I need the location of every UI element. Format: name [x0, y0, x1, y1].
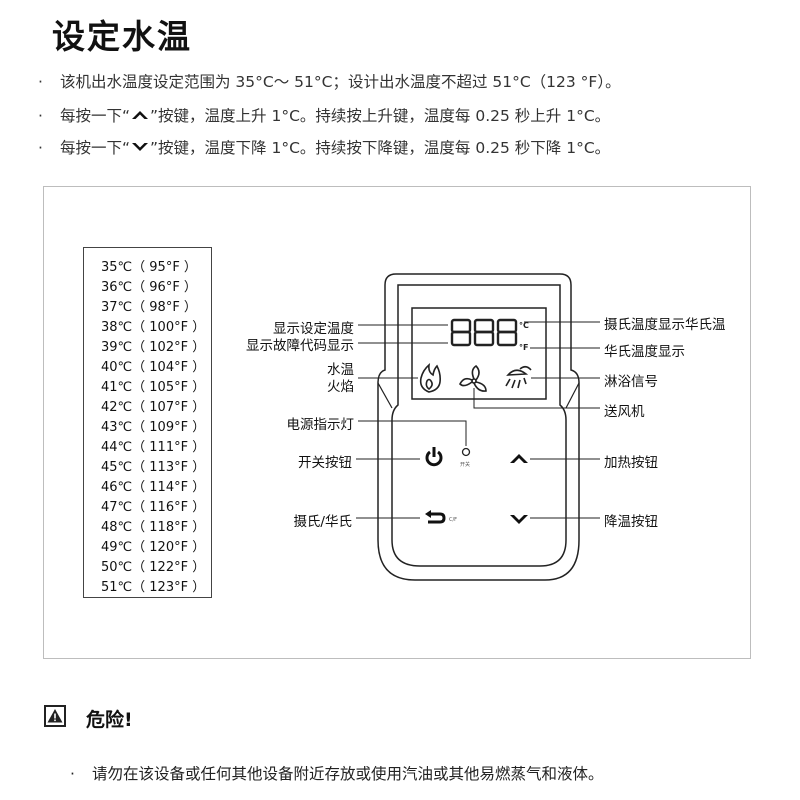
- warning-title: 危险!: [86, 709, 133, 731]
- seven-segment-display: [450, 318, 518, 347]
- celsius-indicator: °C: [519, 321, 529, 330]
- label-fan: 送风机: [604, 404, 645, 420]
- power-button[interactable]: [425, 447, 443, 467]
- label-fahrenheit: 华氏温度显示: [604, 344, 685, 360]
- chevron-down-icon: [131, 140, 149, 158]
- warning-text: ·请勿在该设备或任何其他设备附近存放或使用汽油或其他易燃蒸气和液体。: [70, 765, 604, 783]
- label-power-button: 开关按钮: [298, 455, 352, 471]
- bullet-range: ·该机出水温度设定范围为 35°C～ 51°C；设计出水温度不超过 51°C（1…: [38, 73, 621, 91]
- label-set-temp: 显示设定温度: [273, 321, 354, 337]
- device-front-panel: [391, 284, 567, 567]
- temp-row: 47℃（ 116°F ）: [101, 500, 206, 515]
- temp-row: 41℃（ 105°F ）: [101, 380, 206, 395]
- bullet-dot: ·: [70, 765, 75, 783]
- temp-row: 36℃（ 96°F ）: [101, 280, 197, 295]
- temp-row: 51℃（ 123°F ）: [101, 580, 206, 595]
- bullet-dot: ·: [38, 107, 43, 125]
- cool-down-button[interactable]: [510, 515, 528, 524]
- label-heat-button: 加热按钮: [604, 455, 658, 471]
- label-shower: 淋浴信号: [604, 374, 658, 390]
- unit-toggle-button[interactable]: [425, 510, 446, 524]
- bullet-up: ·每按一下“”按键，温度上升 1°C。持续按上升键，温度每 0.25 秒上升 1…: [38, 107, 611, 126]
- chevron-up-icon: [131, 108, 149, 126]
- label-flame: 火焰: [327, 379, 354, 395]
- fahrenheit-indicator: °F: [519, 343, 528, 352]
- temp-row: 46℃（ 114°F ）: [101, 480, 206, 495]
- temp-row: 42℃（ 107°F ）: [101, 400, 206, 415]
- bullet-dot: ·: [38, 73, 43, 91]
- device-housing: [377, 273, 580, 581]
- temp-row: 35℃（ 95°F ）: [101, 260, 197, 275]
- fan-icon: [459, 364, 487, 392]
- temp-row: 44℃（ 111°F ）: [101, 440, 206, 455]
- label-water-temp: 水温: [327, 362, 354, 378]
- label-cool-button: 降温按钮: [604, 514, 658, 530]
- temp-row: 49℃（ 120°F ）: [101, 540, 206, 555]
- page-title: 设定水温: [52, 17, 192, 56]
- diagram-panel: [43, 186, 751, 659]
- temperature-table: 35℃（ 95°F ） 36℃（ 96°F ） 37℃（ 98°F ） 38℃（…: [83, 247, 212, 598]
- label-unit-button: 摄氏/华氏: [293, 514, 352, 530]
- temp-row: 43℃（ 109°F ）: [101, 420, 206, 435]
- bullet-down: ·每按一下“”按键，温度下降 1°C。持续按下降键，温度每 0.25 秒下降 1…: [38, 139, 611, 158]
- temp-row: 39℃（ 102°F ）: [101, 340, 206, 355]
- label-fault-code: 显示故障代码显示: [246, 338, 354, 354]
- svg-text:C/F: C/F: [449, 517, 457, 523]
- heat-up-button[interactable]: [510, 454, 528, 463]
- temp-row: 45℃（ 113°F ）: [101, 460, 206, 475]
- temp-row: 37℃（ 98°F ）: [101, 300, 197, 315]
- temp-row: 40℃（ 104°F ）: [101, 360, 206, 375]
- bullet-dot: ·: [38, 139, 43, 157]
- label-power-light: 电源指示灯: [286, 417, 355, 433]
- temp-row: 38℃（ 100°F ）: [101, 320, 206, 335]
- svg-text:开关: 开关: [460, 461, 470, 468]
- warning-icon: [44, 705, 66, 727]
- shower-icon: [505, 365, 532, 389]
- temp-row: 48℃（ 118°F ）: [101, 520, 206, 535]
- display-window: [411, 307, 547, 400]
- flame-icon: [419, 363, 441, 393]
- label-celsius-fahrenheit: 摄氏温度显示华氏温: [604, 317, 726, 333]
- power-indicator-light: [461, 447, 471, 457]
- temp-row: 50℃（ 122°F ）: [101, 560, 206, 575]
